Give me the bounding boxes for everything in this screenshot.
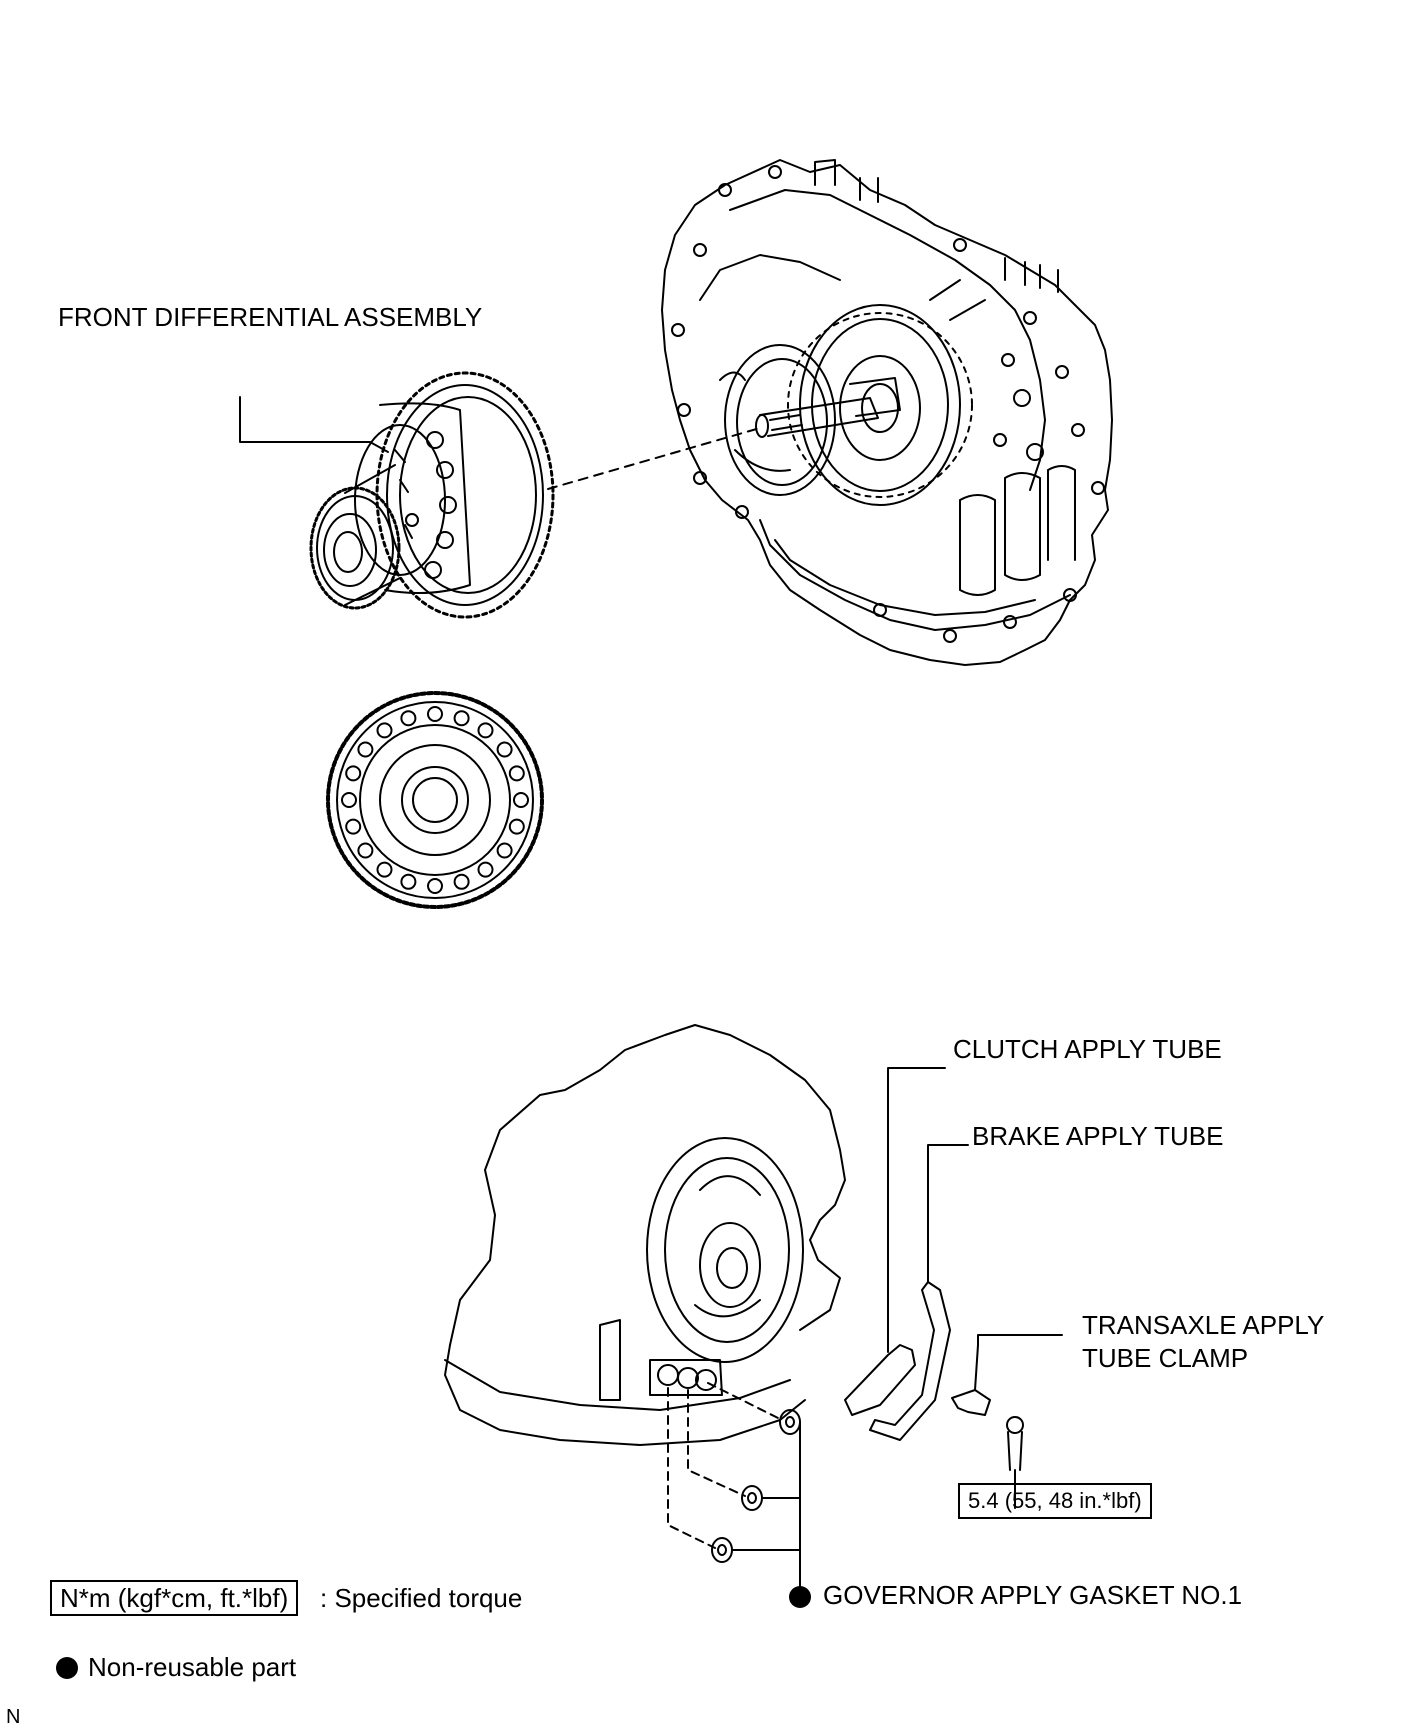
brake-tube-leader xyxy=(927,1144,969,1283)
clutch-tube-leader xyxy=(887,1067,946,1353)
transaxle-clamp-label-line2: TUBE CLAMP xyxy=(1082,1343,1249,1373)
face-bolt-hole xyxy=(376,861,393,878)
front-differential-label: FRONT DIFFERENTIAL ASSEMBLY xyxy=(58,302,483,332)
face-bolt-hole xyxy=(357,842,374,859)
clamp-leader xyxy=(977,1334,1063,1346)
face-bolt-hole xyxy=(341,792,357,808)
clutch-apply-tube-drawing xyxy=(844,1344,916,1416)
face-bolt-hole xyxy=(477,722,494,739)
face-bolt-hole xyxy=(453,710,470,727)
face-bolt-hole xyxy=(477,861,494,878)
front-differential-leader xyxy=(239,396,389,453)
transaxle-lower-drawing xyxy=(444,1024,846,1446)
legend-nonreusable-text: Non-reusable part xyxy=(88,1652,297,1682)
face-bolt-hole xyxy=(357,741,374,758)
face-bolt-hole xyxy=(345,818,362,835)
face-bolt-hole xyxy=(400,710,417,727)
diff-assembly-dashed-line xyxy=(547,427,761,490)
legend-torque-unit-box: N*m (kgf*cm, ft.*lbf) xyxy=(50,1580,299,1616)
nonreusable-dot-icon xyxy=(56,1657,78,1679)
front-differential-side-view xyxy=(309,371,555,619)
front-differential-face-view xyxy=(326,691,544,909)
face-bolt-hole xyxy=(427,878,443,894)
transaxle-case-drawing xyxy=(661,159,1113,666)
face-bolt-hole xyxy=(508,765,525,782)
corner-mark: N xyxy=(6,1706,21,1728)
face-bolt-hole xyxy=(376,722,393,739)
transaxle-clamp-label-line1: TRANSAXLE APPLY xyxy=(1082,1310,1325,1340)
tube-clamp-drawing xyxy=(951,1344,1024,1471)
face-bolt-hole xyxy=(513,792,529,808)
face-bolt-hole xyxy=(453,873,470,890)
torque-value-box: 5.4 (55, 48 in.*lbf) xyxy=(958,1483,1152,1519)
face-bolt-hole xyxy=(508,818,525,835)
face-bolt-hole xyxy=(400,873,417,890)
brake-apply-tube-label: BRAKE APPLY TUBE xyxy=(972,1121,1224,1151)
legend-torque-desc: : Specified torque xyxy=(320,1583,523,1613)
gasket-leader xyxy=(731,1421,801,1593)
governor-gasket-label: GOVERNOR APPLY GASKET NO.1 xyxy=(823,1580,1243,1610)
face-bolt-hole xyxy=(496,842,513,859)
face-bolt-hole xyxy=(427,706,443,722)
clutch-apply-tube-label: CLUTCH APPLY TUBE xyxy=(953,1034,1222,1064)
face-bolt-hole xyxy=(496,741,513,758)
gasket-dashed-lines xyxy=(667,1382,783,1549)
gasket-nonreusable-dot xyxy=(789,1586,811,1608)
governor-gaskets xyxy=(711,1409,801,1563)
legend-nonreusable: Non-reusable part xyxy=(56,1652,296,1682)
face-bolt-hole xyxy=(345,765,362,782)
brake-apply-tube-drawing xyxy=(869,1281,951,1441)
